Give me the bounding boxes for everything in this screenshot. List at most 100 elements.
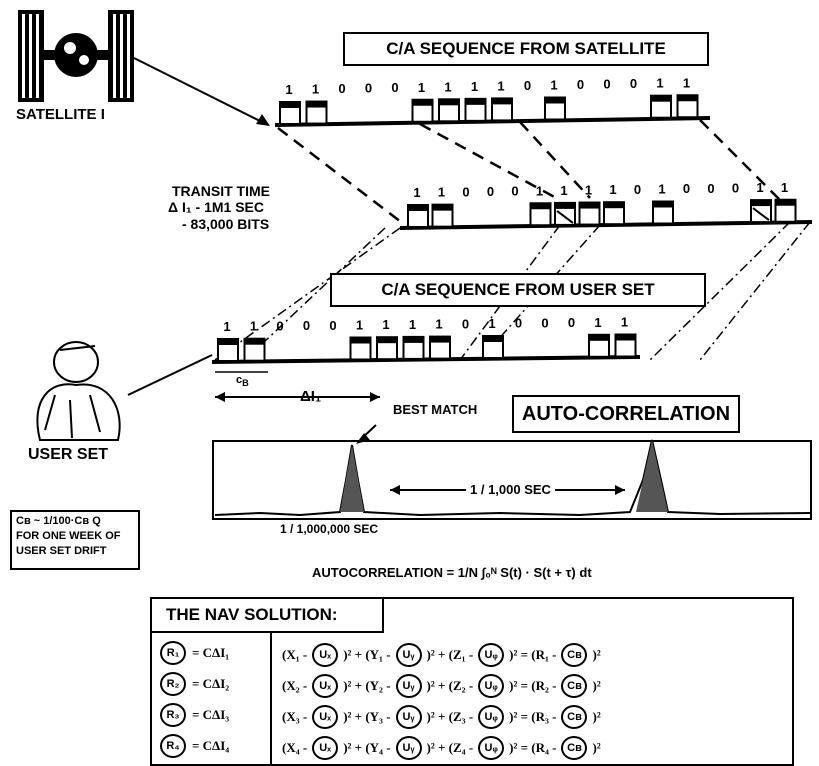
bit-digit: 0 bbox=[276, 318, 283, 333]
bit-digit: 1 bbox=[621, 315, 628, 330]
transit-time-value: Δ I₁ - 1M1 SEC bbox=[168, 199, 264, 215]
bit-pulse-top bbox=[653, 201, 673, 208]
uz-symbol: Uᵩ bbox=[478, 643, 505, 667]
x-term: (X₂ - bbox=[282, 678, 308, 693]
bit-digit: 1 bbox=[585, 183, 592, 198]
cb-label: cB bbox=[236, 374, 249, 388]
bit-pulse-top bbox=[306, 101, 327, 108]
bit-digit: 0 bbox=[462, 316, 469, 331]
bit-digit: 0 bbox=[511, 184, 518, 199]
delta-arrow-left bbox=[215, 392, 225, 402]
ms-arrow-left bbox=[390, 485, 400, 495]
bit-digit: 1 bbox=[594, 315, 601, 330]
range-term: )² = (R₂ - bbox=[509, 678, 557, 693]
bit-pulse-top bbox=[377, 337, 397, 344]
correlation-curve bbox=[214, 439, 811, 517]
bit-digit: 0 bbox=[577, 77, 584, 92]
range-definition: = CΔI₃ bbox=[192, 707, 230, 722]
range-term: )² = (R₄ - bbox=[509, 740, 557, 755]
bit-digit: 1 bbox=[418, 80, 425, 95]
user-set-label: USER SET bbox=[28, 446, 109, 463]
bit-pulse-top bbox=[403, 336, 424, 343]
autocorrelation-plot-frame bbox=[212, 440, 812, 520]
bit-pulse-top bbox=[465, 98, 486, 105]
range-definition: = CΔI₁ bbox=[192, 645, 230, 660]
ux-symbol: Uₓ bbox=[312, 643, 339, 667]
bit-digit: 1 bbox=[683, 75, 690, 90]
range-symbol: R₁ bbox=[160, 641, 186, 665]
bit-digit: 1 bbox=[756, 180, 763, 195]
bit-pulse-top bbox=[545, 97, 565, 104]
uz-symbol: Uᵩ bbox=[478, 736, 505, 760]
range-symbol: R₃ bbox=[160, 703, 186, 727]
bit-digit: 1 bbox=[536, 183, 543, 198]
best-match-label: BEST MATCH bbox=[393, 402, 478, 417]
bit-digit: 1 bbox=[497, 78, 504, 93]
ms-arrow-right bbox=[615, 485, 625, 495]
range-term: )² = (R₃ - bbox=[509, 709, 557, 724]
delta-label: ΔI₁ bbox=[300, 388, 322, 405]
bit-digit: 0 bbox=[365, 81, 372, 96]
bit-digit: 0 bbox=[303, 318, 310, 333]
cb-subscript: B bbox=[242, 378, 249, 389]
bit-digit: 0 bbox=[683, 181, 690, 196]
end-term: )² bbox=[592, 709, 601, 724]
z-term: )² + (Z₁ - bbox=[426, 647, 474, 662]
bit-digit: 1 bbox=[781, 180, 788, 195]
ca-satellite-title: C/A SEQUENCE FROM SATELLITE bbox=[343, 32, 709, 66]
bit-digit: 1 bbox=[471, 79, 478, 94]
peak-2 bbox=[636, 440, 668, 512]
bit-digit: 1 bbox=[435, 317, 442, 332]
bit-digit: 0 bbox=[524, 78, 531, 93]
bit-digit: 0 bbox=[707, 181, 714, 196]
bit-digit: 1 bbox=[312, 82, 319, 97]
bit-digit: 1 bbox=[250, 319, 257, 334]
bit-digit: 0 bbox=[541, 315, 548, 330]
bit-digit: 1 bbox=[560, 183, 567, 198]
ux-symbol: Uₓ bbox=[312, 736, 339, 760]
best-match-arrowhead bbox=[356, 433, 370, 444]
bit-digit: 1 bbox=[488, 316, 495, 331]
bit-pulse-top bbox=[218, 339, 238, 345]
bit-digit: 0 bbox=[634, 182, 641, 197]
bit-pulse-top bbox=[579, 202, 600, 209]
end-term: )² bbox=[592, 678, 601, 693]
ux-symbol: Uₓ bbox=[312, 705, 339, 729]
uy-symbol: Uᵧ bbox=[395, 736, 422, 760]
projection-lines bbox=[277, 119, 781, 226]
bit-digit: 1 bbox=[550, 78, 557, 93]
delta-arrow-right bbox=[370, 392, 380, 402]
satellite-label: SATELLITE I bbox=[16, 106, 105, 123]
user-sequence-line bbox=[211, 355, 641, 364]
bit-digit: 1 bbox=[382, 317, 389, 332]
bit-digit: 0 bbox=[630, 76, 637, 91]
nav-lhs: R₂= CΔI₂ bbox=[160, 672, 270, 696]
bit-pulse-top bbox=[432, 204, 453, 211]
nav-rhs: (X₂ -Uₓ)² + (Y₂ -Uᵧ)² + (Z₂ -Uᵩ)² = (R₂ … bbox=[282, 674, 601, 698]
user-pointer bbox=[127, 354, 213, 396]
nav-rhs: (X₁ -Uₓ)² + (Y₁ -Uᵧ)² + (Z₁ -Uᵩ)² = (R₁ … bbox=[282, 643, 601, 667]
nav-rhs: (X₃ -Uₓ)² + (Y₃ -Uᵧ)² + (Z₃ -Uᵩ)² = (R₃ … bbox=[282, 705, 601, 729]
autocorrelation-formula: AUTOCORRELATION = 1/N ∫₀ᴺ S(t) · S(t + τ… bbox=[312, 565, 592, 580]
uz-symbol: Uᵩ bbox=[478, 705, 505, 729]
satellite-icon bbox=[18, 10, 134, 102]
auto-correlation-title: AUTO-CORRELATION bbox=[512, 395, 740, 433]
bit-pulse-top bbox=[408, 205, 428, 211]
bit-slash bbox=[752, 207, 770, 221]
bit-digit: 1 bbox=[656, 76, 663, 91]
z-term: )² + (Z₃ - bbox=[426, 709, 474, 724]
bit-digit: 0 bbox=[329, 318, 336, 333]
z-term: )² + (Z₄ - bbox=[426, 740, 474, 755]
bit-digit: 0 bbox=[515, 316, 522, 331]
bit-digit: 1 bbox=[438, 185, 445, 200]
bit-digit: 0 bbox=[732, 180, 739, 195]
bit-digit: 1 bbox=[409, 317, 416, 332]
x-term: (X₄ - bbox=[282, 740, 308, 755]
range-definition: = CΔI₄ bbox=[192, 738, 230, 753]
uy-symbol: Uᵧ bbox=[395, 643, 422, 667]
bit-pulse-top bbox=[492, 98, 512, 105]
